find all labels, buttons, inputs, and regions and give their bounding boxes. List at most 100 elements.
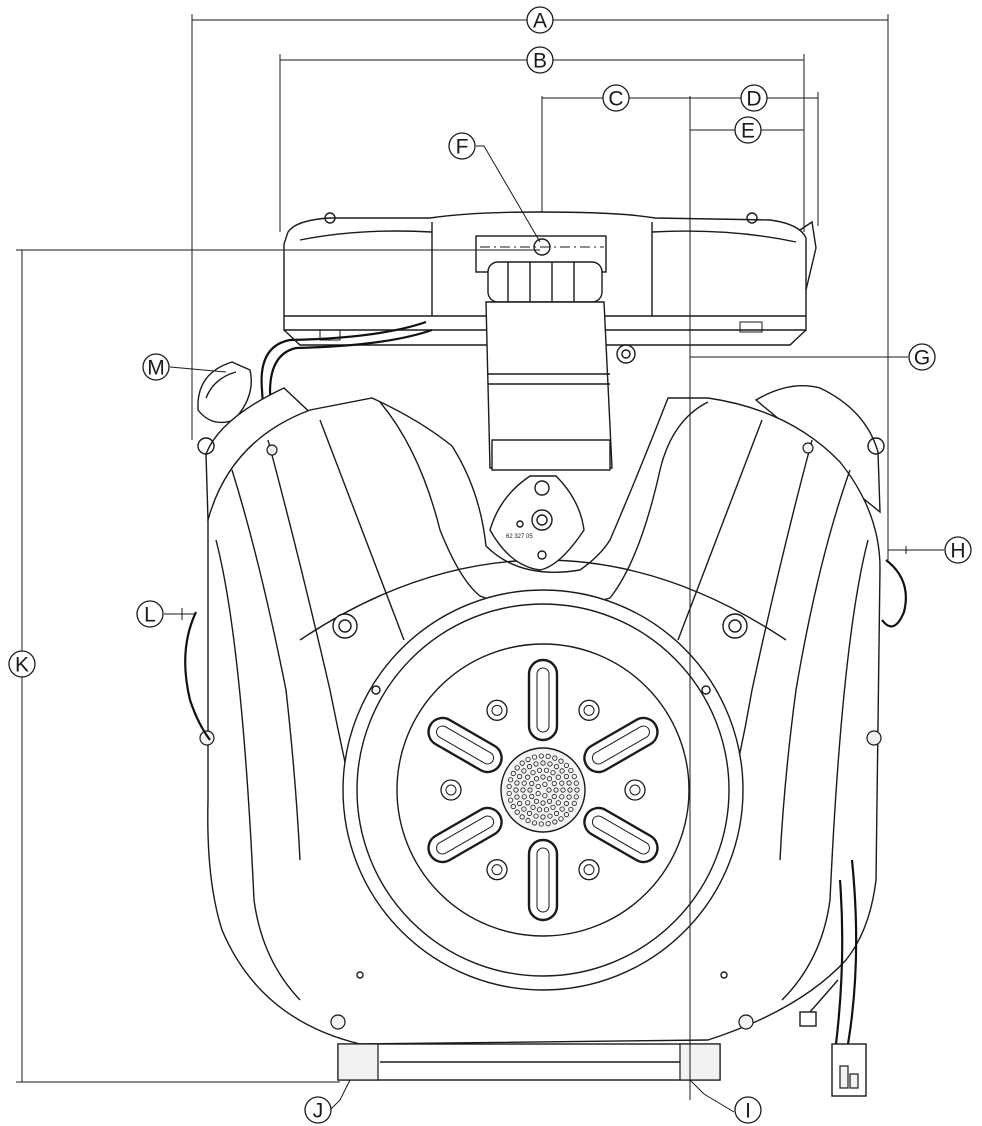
label-L: L <box>136 600 164 628</box>
label-K: K <box>8 650 36 678</box>
fan-mesh-hole <box>573 794 579 800</box>
fan-mesh-hole <box>514 794 520 800</box>
fan-mesh-hole <box>568 767 574 774</box>
fan-mesh-hole <box>566 794 572 800</box>
fan-mesh-hole <box>529 793 535 800</box>
fan-slot <box>427 806 503 864</box>
fan-mesh-hole <box>540 814 546 820</box>
fan-nut <box>486 859 508 881</box>
label-G: G <box>908 343 936 371</box>
fan-mesh-hole <box>535 783 541 790</box>
fan-mesh-hole <box>533 761 539 767</box>
fan-mesh-hole <box>550 804 556 810</box>
fan-mesh-hole <box>526 810 533 816</box>
fan-mesh-hole <box>566 780 572 786</box>
svg-text:E: E <box>741 120 755 143</box>
fan-mesh-hole <box>543 807 550 813</box>
fan-mesh-hole <box>571 800 577 807</box>
label-J: J <box>304 1096 332 1124</box>
fan-nut-hole <box>583 704 595 716</box>
fan-mesh-hole <box>514 765 520 771</box>
svg-text:C: C <box>608 88 623 111</box>
fan-slot-inner <box>436 815 495 855</box>
fan-mesh-hole <box>546 787 552 793</box>
label-M: M <box>142 353 170 381</box>
fan-mesh-hole <box>538 753 544 759</box>
svg-text:M: M <box>147 357 165 380</box>
fan-mesh-hole <box>567 787 573 793</box>
fan-mesh-hole <box>536 767 543 773</box>
fan-mesh-hole <box>513 787 519 793</box>
fan-nut-hole <box>583 864 595 876</box>
fan-mesh-hole <box>533 798 540 804</box>
fan-mesh-hole <box>547 813 553 819</box>
fan-mesh-hole <box>540 774 546 780</box>
fan-mesh-hole <box>540 800 546 806</box>
fan-slot-inner <box>591 725 650 765</box>
svg-text:J: J <box>313 1100 324 1123</box>
fan-mesh-hole <box>559 794 565 800</box>
fan-slot-inner <box>591 815 650 855</box>
fan-mesh-hole <box>553 787 559 793</box>
fan-mesh-hole <box>525 817 531 824</box>
fan-slot-inner <box>436 725 495 765</box>
fan-slot <box>427 716 503 774</box>
label-C: C <box>602 84 630 112</box>
fan-mesh-hole <box>559 768 565 774</box>
fan-mesh-hole <box>529 780 535 787</box>
fan-mesh-hole <box>563 812 570 818</box>
fan-mesh-hole <box>574 787 580 793</box>
fan-nut-hole <box>629 784 641 796</box>
fan-slot-inner <box>536 667 550 733</box>
fan-mesh-hole <box>527 787 533 793</box>
fan-mesh-hole <box>560 787 566 793</box>
fan-mesh-hole <box>558 816 564 822</box>
fan-mesh-hole <box>559 806 565 812</box>
fan-mesh-hole <box>573 780 579 786</box>
fan-slot <box>583 716 659 774</box>
fan-mesh-hole <box>559 780 565 786</box>
svg-text:H: H <box>950 540 965 563</box>
label-I: I <box>734 1096 762 1124</box>
svg-text:I: I <box>745 1100 751 1123</box>
fan-mesh-hole <box>526 764 533 770</box>
svg-text:D: D <box>746 88 761 111</box>
fan-mesh-hole <box>517 800 523 807</box>
fan-mesh-hole <box>510 803 516 810</box>
svg-text:B: B <box>533 50 547 73</box>
fan-mesh-hole <box>521 768 527 774</box>
fan-hub <box>500 747 586 833</box>
shroud-bolts <box>199 442 882 1030</box>
fan-mesh-hole <box>535 790 541 797</box>
fan-mesh-hole <box>525 756 531 763</box>
fan-mesh-hole <box>520 787 526 793</box>
fan-mesh-hole <box>542 793 548 799</box>
fan-mesh-hole <box>530 770 536 776</box>
svg-text:A: A <box>533 10 547 33</box>
fan-nut <box>578 699 600 721</box>
fan-mesh-hole <box>543 767 550 773</box>
svg-text:F: F <box>456 136 469 159</box>
part-number-text: 62 327 05 <box>506 534 533 540</box>
centerlines <box>480 96 691 1100</box>
fan-mesh-hole <box>517 773 523 780</box>
fan-mesh-hole <box>519 814 525 820</box>
fan-mesh-hole <box>531 754 538 760</box>
fan-mesh-hole <box>563 773 569 780</box>
fan-mesh-hole <box>550 770 556 776</box>
fan-mesh-hole <box>568 806 574 813</box>
fan-slot <box>583 806 659 864</box>
label-B: B <box>526 46 554 74</box>
fan-nut-hole <box>491 864 503 876</box>
fan-mesh-hole <box>533 776 540 782</box>
fan-mesh-hole <box>536 807 543 813</box>
fan-mesh-hole <box>563 762 570 768</box>
label-E: E <box>734 116 762 144</box>
fan-mesh-hole <box>519 760 525 766</box>
fan-mesh-hole <box>545 821 551 827</box>
fan-mesh-hole <box>542 781 548 787</box>
fan-mesh-hole <box>551 780 557 787</box>
label-H: H <box>944 536 972 564</box>
fan-mesh-hole <box>552 755 558 761</box>
